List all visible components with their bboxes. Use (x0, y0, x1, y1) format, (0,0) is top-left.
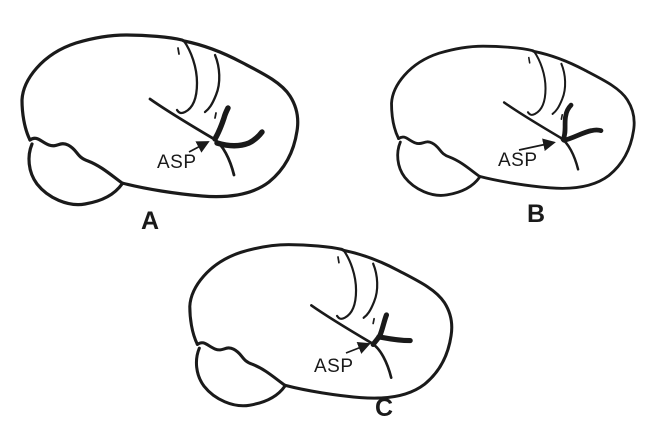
asp-posterior-branch-c (376, 334, 413, 344)
brain-drawing-b (390, 44, 636, 197)
panel-letter-b: B (527, 200, 545, 228)
panel-letter-c: C (375, 394, 393, 422)
asp-posterior-branch-a (214, 129, 265, 149)
panel-a: ASP A (20, 33, 300, 235)
asp-arrow-a (188, 141, 210, 153)
asp-posterior-branch-b (561, 127, 604, 143)
asp-label-c: ASP (314, 356, 354, 377)
asp-label-b: ASP (498, 150, 538, 171)
asp-arrow-b (518, 138, 556, 152)
asp-arrow-c (345, 342, 371, 354)
asp-label-a: ASP (157, 152, 197, 173)
panel-b: ASP B (390, 44, 636, 228)
brain-drawing-c (188, 243, 454, 408)
panel-letter-a: A (141, 207, 159, 235)
asp-ascending-branch-a (212, 105, 231, 142)
asp-ascending-branch-b (560, 102, 574, 142)
panel-c: ASP C (188, 243, 454, 422)
brain-drawing-a (20, 33, 300, 207)
